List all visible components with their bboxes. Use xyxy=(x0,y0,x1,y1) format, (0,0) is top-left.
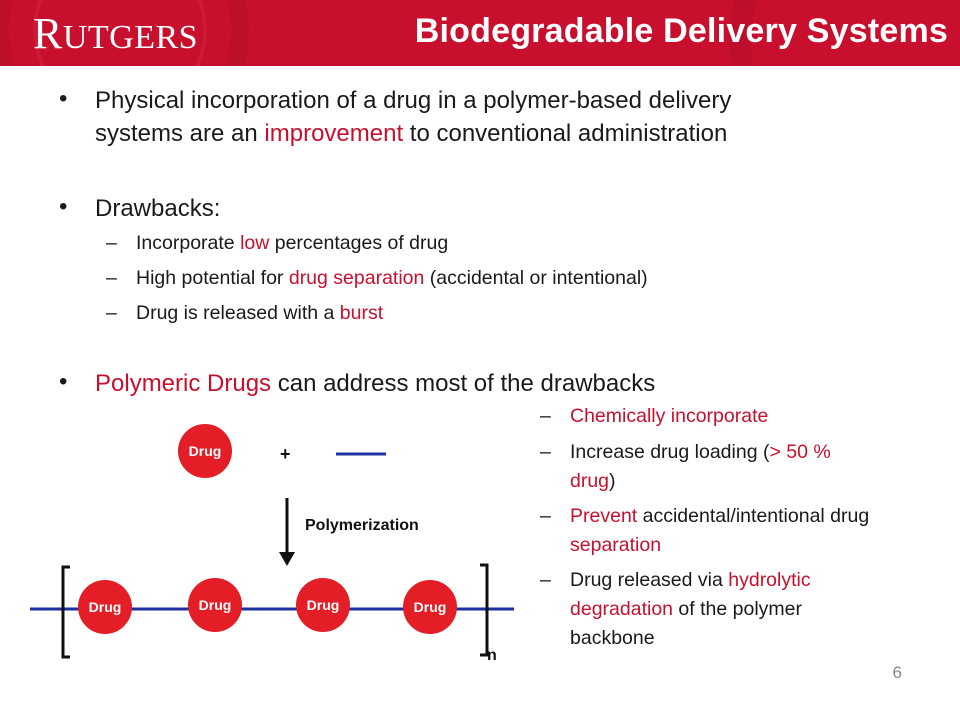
drug-unit: Drug xyxy=(403,580,457,634)
advantage-item: –Chemically incorporate xyxy=(540,405,769,427)
repeat-unit-n: n xyxy=(487,647,497,664)
rutgers-logo: RUTGERS xyxy=(33,9,199,58)
bullet-polymeric-drugs: Polymeric Drugs can address most of the … xyxy=(95,370,656,397)
bullet-marker: • xyxy=(59,85,68,112)
drawback-item: –Drug is released with a burst xyxy=(106,302,384,324)
left-bracket xyxy=(61,565,70,659)
drug-monomer: Drug xyxy=(178,424,232,478)
right-bracket xyxy=(480,563,489,657)
advantage-item: –Increase drug loading (> 50 % drug) xyxy=(540,441,831,492)
bullet-drawbacks: Drawbacks: xyxy=(95,195,221,222)
bullet-incorporation: Physical incorporation of a drug in a po… xyxy=(95,87,732,147)
drawback-item: –High potential for drug separation (acc… xyxy=(106,267,648,289)
polymerization-label: Polymerization xyxy=(305,517,419,534)
drug-unit: Drug xyxy=(78,580,132,634)
plus-sign: + xyxy=(280,444,291,464)
seal-pattern xyxy=(0,0,757,66)
title-banner: RUTGERS Biodegradable Delivery Systems xyxy=(0,0,960,66)
drug-unit: Drug xyxy=(188,578,242,632)
slide-title: Biodegradable Delivery Systems xyxy=(414,12,948,50)
advantage-item: –Prevent accidental/intentional drug sep… xyxy=(540,505,870,556)
bullet-marker: • xyxy=(59,193,68,220)
drawback-item: –Incorporate low percentages of drug xyxy=(106,232,449,254)
reaction-arrow-head xyxy=(279,552,295,566)
drug-unit: Drug xyxy=(296,578,350,632)
advantage-item: –Drug released via hydrolytic degradatio… xyxy=(540,569,811,649)
bullet-marker: • xyxy=(59,368,68,395)
page-number: 6 xyxy=(892,663,902,682)
